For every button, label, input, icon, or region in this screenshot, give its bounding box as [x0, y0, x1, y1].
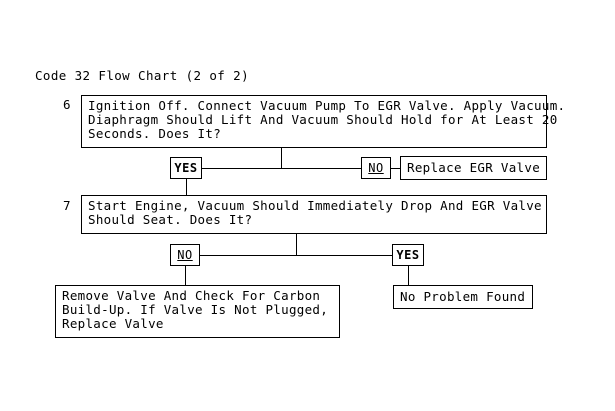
connector-no1-to-replace [391, 168, 400, 169]
decision-yes-step7: YES [392, 244, 424, 266]
connector-step7-bar [200, 255, 392, 256]
connector-no2-to-remove [185, 266, 186, 285]
step-number-7: 7 [63, 198, 71, 213]
step-box-6: Ignition Off. Connect Vacuum Pump To EGR… [81, 95, 565, 148]
page-title: Code 32 Flow Chart (2 of 2) [35, 68, 249, 83]
connector-step6-bar [201, 168, 361, 169]
outcome-box-no-problem-found: No Problem Found [393, 285, 533, 309]
decision-yes-step6: YES [170, 157, 202, 179]
connector-step7-down [296, 234, 297, 255]
outcome-box-remove-valve: Remove Valve And Check For Carbon Build-… [55, 285, 340, 338]
step-box-7: Start Engine, Vacuum Should Immediately … [81, 195, 547, 234]
outcome-box-replace-egr-valve: Replace EGR Valve [400, 156, 547, 180]
step-number-6: 6 [63, 97, 71, 112]
decision-no-step6: NO [361, 157, 391, 179]
decision-no-step7: NO [170, 244, 200, 266]
connector-yes2-to-noproblem [408, 266, 409, 285]
connector-yes1-to-step7 [186, 179, 187, 195]
connector-step6-down [281, 148, 282, 168]
